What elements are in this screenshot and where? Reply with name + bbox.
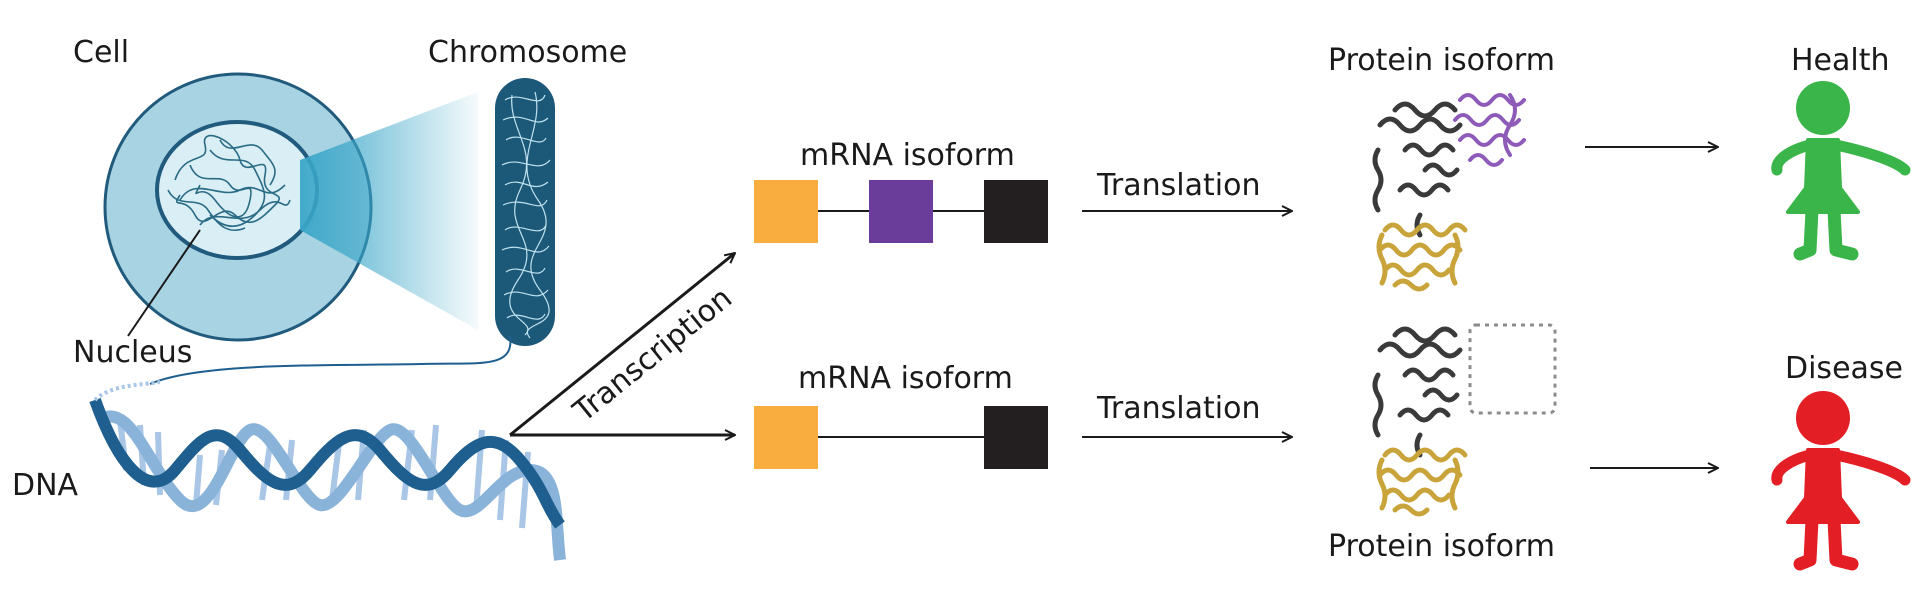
chromosome-thread	[149, 334, 512, 385]
missing-domain-placeholder	[1468, 323, 1557, 415]
protein-purple-domain	[1453, 93, 1526, 167]
protein-dark-domain	[1372, 101, 1463, 238]
protein-gold-domain	[1376, 222, 1468, 292]
dna-strand-front	[89, 397, 565, 529]
exon-3-box	[984, 180, 1048, 243]
mrna-isoform-bottom: mRNA isoform	[754, 361, 1048, 469]
protein-isoform-bottom-label: Protein isoform	[1328, 529, 1555, 564]
mrna-isoform-top-label: mRNA isoform	[800, 138, 1015, 173]
transcription-arrow-up	[509, 253, 735, 437]
exon-1-box	[754, 406, 818, 469]
exon-2-box	[869, 180, 933, 243]
chromosome-texture	[501, 91, 551, 339]
dna-label: DNA	[12, 468, 79, 503]
health-person-icon	[1771, 81, 1911, 261]
exon-1-box	[754, 180, 818, 243]
protein-isoform-top	[1372, 93, 1526, 292]
cell-illustration	[103, 72, 478, 342]
nucleus-pointer	[127, 229, 201, 337]
nucleus-label: Nucleus	[73, 335, 192, 370]
transcription-label: Transcription	[566, 281, 739, 430]
chromosome-body	[495, 78, 555, 346]
mrna-isoform-top: mRNA isoform	[754, 138, 1048, 243]
dna-tail	[93, 380, 161, 402]
chromosome-label: Chromosome	[428, 35, 627, 70]
translation-top: Translation	[1082, 168, 1292, 211]
disease-person-icon	[1771, 391, 1911, 571]
dna-strand-back	[96, 410, 566, 561]
chromatin	[167, 134, 291, 232]
chromosome-illustration	[149, 78, 555, 385]
translation-top-label: Translation	[1096, 168, 1260, 203]
protein-isoform-bottom	[1372, 323, 1557, 517]
exon-3-box	[984, 406, 1048, 469]
translation-bottom-label: Translation	[1096, 391, 1260, 426]
dna-illustration	[89, 380, 566, 561]
mrna-isoform-bottom-label: mRNA isoform	[798, 361, 1013, 396]
zoom-cone	[300, 92, 478, 330]
protein-dark-domain	[1372, 326, 1463, 458]
translation-bottom: Translation	[1082, 391, 1292, 437]
protein-gold-domain	[1376, 447, 1468, 517]
cell-label: Cell	[73, 35, 129, 70]
protein-isoform-top-label: Protein isoform	[1328, 43, 1555, 78]
disease-label: Disease	[1785, 351, 1903, 386]
health-label: Health	[1791, 43, 1890, 78]
